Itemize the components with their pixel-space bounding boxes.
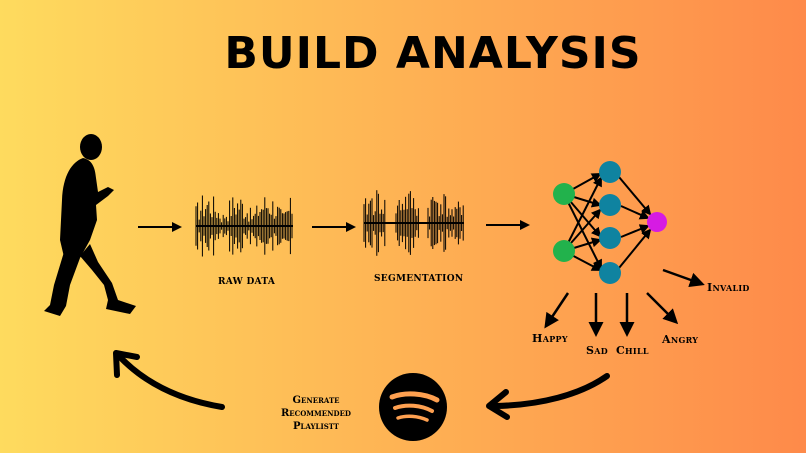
generate-playlist-label: Generate Recommended Playlistt bbox=[280, 395, 352, 432]
mood-invalid-label: Invalid bbox=[707, 281, 750, 294]
raw-data-waveform bbox=[195, 195, 293, 257]
output-node bbox=[647, 212, 667, 232]
mood-angry-label: Angry bbox=[662, 333, 699, 346]
hidden-node-3 bbox=[599, 227, 621, 249]
arrow-to-angry bbox=[646, 292, 679, 325]
segmented-waveform bbox=[363, 190, 464, 256]
curved-arrow-to-playlist bbox=[493, 373, 610, 409]
walking-person-icon bbox=[44, 134, 136, 316]
arrow-to-invalid bbox=[662, 268, 705, 288]
input-node-2 bbox=[553, 240, 575, 262]
hidden-node-2 bbox=[599, 194, 621, 216]
input-node-1 bbox=[553, 183, 575, 205]
hidden-node-4 bbox=[599, 262, 621, 284]
segmentation-label: SEGMENTATION bbox=[374, 274, 464, 284]
neural-network bbox=[553, 161, 667, 284]
arrow-to-happy bbox=[544, 292, 570, 329]
hidden-node-1 bbox=[599, 161, 621, 183]
curved-arrow-to-person bbox=[117, 354, 225, 410]
spotify-logo-icon bbox=[379, 373, 447, 441]
raw-data-label: RAW DATA bbox=[218, 277, 276, 287]
mood-sad-label: Sad bbox=[586, 344, 608, 357]
page-title: BUILD ANALYSIS bbox=[224, 28, 642, 79]
mood-happy-label: Happy bbox=[532, 332, 568, 345]
mood-chill-label: Chill bbox=[616, 344, 649, 357]
